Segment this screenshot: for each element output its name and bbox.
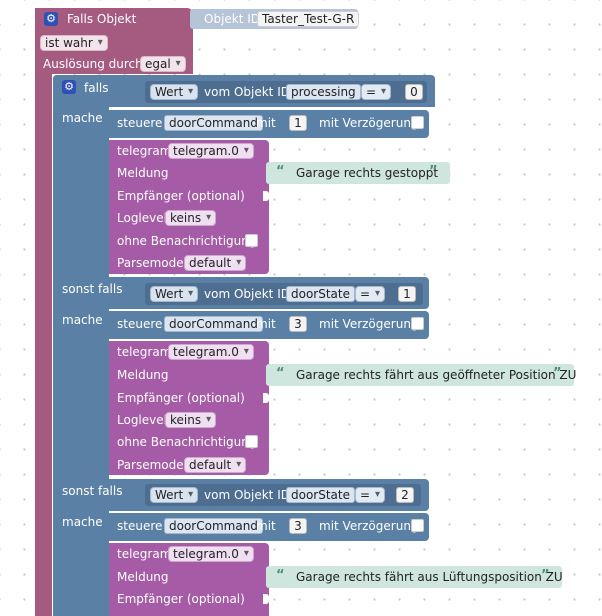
parsemode-dropdown[interactable]: default bbox=[184, 457, 247, 473]
parsemode-label: Parsemode bbox=[117, 256, 184, 270]
falls-objekt-label: Falls Objekt bbox=[67, 12, 137, 26]
steuere-label: steuere bbox=[117, 519, 163, 533]
ist-wahr-dropdown[interactable]: ist wahr bbox=[40, 35, 108, 51]
mache-label: mache bbox=[62, 313, 103, 327]
quote-open-icon: “ bbox=[276, 164, 285, 179]
ohne-benachrichtigung-label: ohne Benachrichtigung bbox=[117, 234, 257, 248]
mit-label: mit bbox=[256, 519, 276, 533]
message-text[interactable]: Garage rechts fährt aus Lüftungsposition… bbox=[296, 570, 563, 584]
telegram-instance-dropdown[interactable]: telegram.0 bbox=[168, 546, 254, 562]
gear-icon[interactable]: ⚙ bbox=[62, 80, 76, 94]
vom-objekt-label: vom Objekt ID bbox=[204, 85, 290, 99]
object-id-label: Objekt ID bbox=[204, 12, 261, 26]
action-block[interactable] bbox=[109, 513, 429, 541]
action-block[interactable] bbox=[109, 311, 429, 339]
ohne-benachrichtigung-label: ohne Benachrichtigung bbox=[117, 435, 257, 449]
wert-dropdown[interactable]: Wert bbox=[150, 84, 199, 100]
verzoegerung-label: mit Verzögerung bbox=[319, 317, 419, 331]
steuere-label: steuere bbox=[117, 116, 163, 130]
mache-label: mache bbox=[62, 111, 103, 125]
object-field[interactable]: processing bbox=[286, 84, 361, 100]
vom-objekt-label: vom Objekt ID bbox=[204, 488, 290, 502]
telegram-block[interactable] bbox=[109, 341, 269, 475]
empfaenger-label: Empfänger (optional) bbox=[117, 391, 245, 405]
quote-open-icon: “ bbox=[276, 568, 285, 583]
steuere-label: steuere bbox=[117, 317, 163, 331]
loglevel-label: Loglevel bbox=[117, 211, 167, 225]
ausloesung-dropdown[interactable]: egal bbox=[140, 56, 186, 72]
sonst-falls-label: sonst falls bbox=[62, 282, 123, 296]
telegram-label: telegram bbox=[117, 144, 172, 158]
message-text-block[interactable] bbox=[266, 364, 574, 386]
parsemode-dropdown[interactable]: default bbox=[184, 255, 247, 271]
telegram-instance-dropdown[interactable]: telegram.0 bbox=[168, 344, 254, 360]
message-text[interactable]: Garage rechts gestoppt bbox=[296, 166, 439, 180]
telegram-block[interactable] bbox=[109, 140, 269, 274]
mache-label: mache bbox=[62, 515, 103, 529]
input-socket bbox=[263, 393, 269, 403]
quote-close-icon: ” bbox=[541, 568, 550, 583]
quote-close-icon: ” bbox=[429, 164, 438, 179]
sonst-falls-label: sonst falls bbox=[62, 484, 123, 498]
verzoegerung-label: mit Verzögerung bbox=[319, 519, 419, 533]
wert-dropdown[interactable]: Wert bbox=[150, 286, 199, 302]
object-id-field[interactable]: Taster_Test-G-R bbox=[257, 11, 360, 27]
object-field[interactable]: doorState bbox=[286, 286, 355, 302]
operator-dropdown[interactable]: = bbox=[355, 286, 386, 302]
loglevel-label: Loglevel bbox=[117, 413, 167, 427]
if-block-rail bbox=[53, 75, 109, 616]
meldung-label: Meldung bbox=[117, 368, 169, 382]
action-value-field[interactable]: 1 bbox=[289, 115, 307, 131]
ohne-benachrichtigung-checkbox[interactable] bbox=[245, 435, 258, 448]
input-socket bbox=[263, 594, 269, 604]
meldung-label: Meldung bbox=[117, 570, 169, 584]
operator-dropdown[interactable]: = bbox=[355, 487, 386, 503]
object-field[interactable]: doorState bbox=[286, 487, 355, 503]
loglevel-dropdown[interactable]: keins bbox=[165, 412, 217, 428]
parsemode-label: Parsemode bbox=[117, 458, 184, 472]
verzoegerung-checkbox[interactable] bbox=[411, 116, 424, 129]
telegram-instance-dropdown[interactable]: telegram.0 bbox=[168, 143, 254, 159]
value-field[interactable]: 2 bbox=[396, 487, 414, 503]
gear-icon[interactable]: ⚙ bbox=[44, 12, 58, 26]
ausloesung-label: Auslösung durch bbox=[43, 57, 143, 71]
verzoegerung-checkbox[interactable] bbox=[411, 519, 424, 532]
verzoegerung-checkbox[interactable] bbox=[411, 317, 424, 330]
verzoegerung-label: mit Verzögerung bbox=[319, 116, 419, 130]
mit-label: mit bbox=[256, 317, 276, 331]
wert-dropdown[interactable]: Wert bbox=[150, 487, 199, 503]
telegram-label: telegram bbox=[117, 547, 172, 561]
message-text-block[interactable] bbox=[266, 162, 450, 184]
action-value-field[interactable]: 3 bbox=[289, 316, 307, 332]
input-socket bbox=[263, 191, 269, 201]
ohne-benachrichtigung-checkbox[interactable] bbox=[245, 234, 258, 247]
target-field[interactable]: doorCommand bbox=[164, 115, 263, 131]
empfaenger-label: Empfänger (optional) bbox=[117, 592, 245, 606]
quote-open-icon: “ bbox=[276, 366, 285, 381]
operator-dropdown[interactable]: = bbox=[361, 84, 392, 100]
message-text-block[interactable] bbox=[266, 566, 562, 588]
value-field[interactable]: 1 bbox=[398, 286, 416, 302]
target-field[interactable]: doorCommand bbox=[164, 518, 263, 534]
trigger-block-left-rail bbox=[35, 8, 52, 616]
value-field[interactable]: 0 bbox=[405, 84, 423, 100]
quote-close-icon: ” bbox=[553, 366, 562, 381]
target-field[interactable]: doorCommand bbox=[164, 316, 263, 332]
if-falls-label: falls bbox=[84, 81, 109, 95]
message-text[interactable]: Garage rechts fährt aus geöffneter Posit… bbox=[296, 368, 577, 382]
action-value-field[interactable]: 3 bbox=[289, 518, 307, 534]
mit-label: mit bbox=[256, 116, 276, 130]
action-block[interactable] bbox=[109, 110, 429, 138]
loglevel-dropdown[interactable]: keins bbox=[165, 210, 217, 226]
meldung-label: Meldung bbox=[117, 166, 169, 180]
empfaenger-label: Empfänger (optional) bbox=[117, 189, 245, 203]
vom-objekt-label: vom Objekt ID bbox=[204, 287, 290, 301]
telegram-label: telegram bbox=[117, 345, 172, 359]
